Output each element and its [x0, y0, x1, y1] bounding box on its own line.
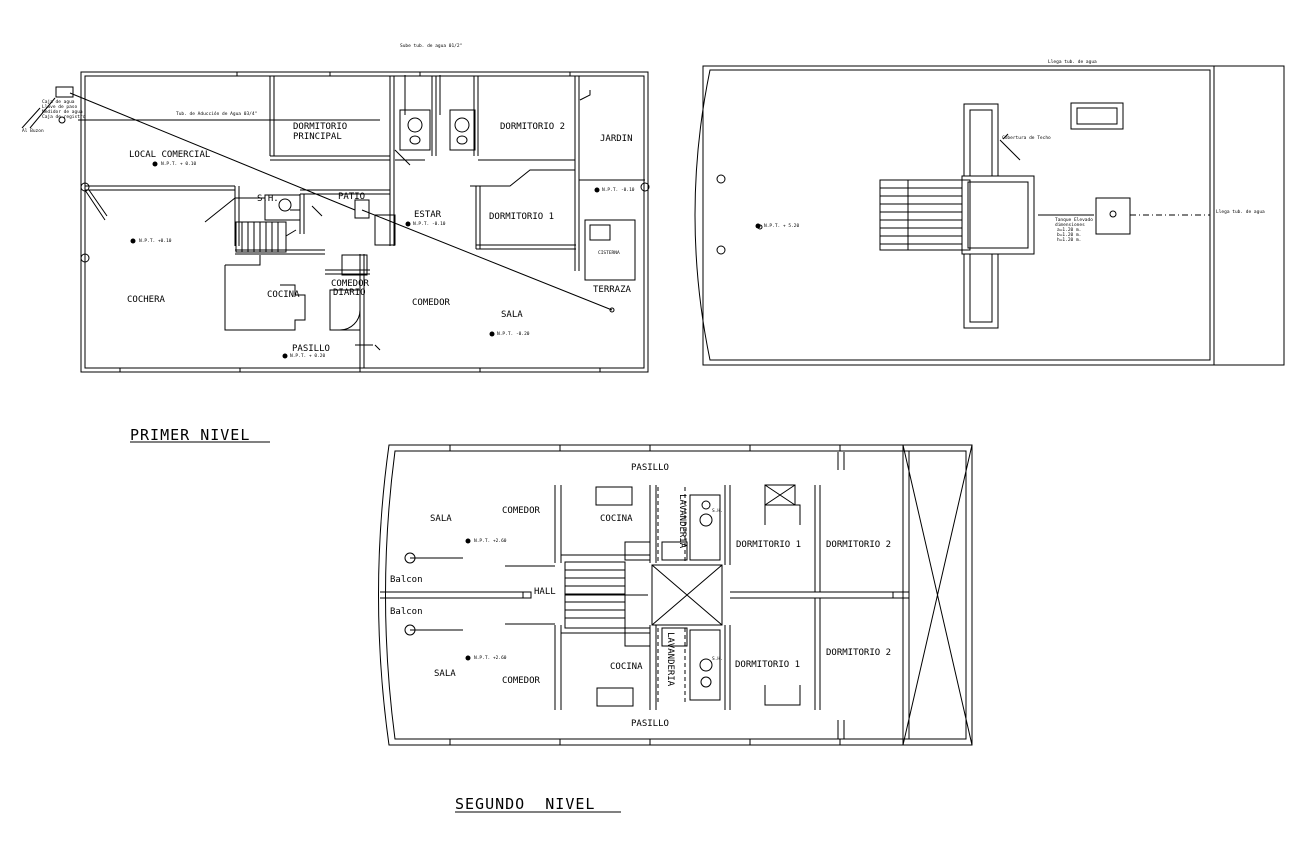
segundo-nivel-plan — [378, 444, 973, 746]
room-pasillo-bottom: PASILLO — [631, 719, 669, 729]
primer-nivel-plan — [21, 71, 650, 373]
level-jardin: N.P.T. -0.10 — [602, 187, 635, 193]
level-cochera: N.P.T. +0.10 — [139, 238, 172, 244]
room-pasillo-top: PASILLO — [631, 463, 669, 473]
techo-plan — [694, 65, 1285, 366]
room-cochera: COCHERA — [127, 295, 166, 305]
note-al-buzon: Al Buzon — [22, 128, 44, 134]
note-tanque-3: a=1.20 m. — [1057, 227, 1081, 233]
note-tanque-1: Tanque Elevado — [1055, 217, 1093, 223]
room-lavanderia-bottom: LAVANDERIA — [665, 632, 675, 687]
note-medidor-1: Caja de agua — [42, 99, 75, 105]
note-tub-aduccion: Tub. de Aducción de Agua 03/4" — [176, 110, 257, 117]
room-lavanderia-top: LAVANDERIA — [677, 494, 687, 549]
note-tanque-2: dimensiones — [1055, 222, 1085, 228]
room-comedor-top: COMEDOR — [502, 506, 541, 516]
note-tanque-5: h=1.20 m. — [1057, 237, 1081, 243]
note-tanque-4: b=1.20 m. — [1057, 232, 1081, 238]
room-dormitorio-principal-line2: PRINCIPAL — [293, 132, 342, 142]
room-jardin: JARDIN — [600, 134, 633, 144]
level-techo: N.P.T. + 5.20 — [764, 223, 800, 229]
room-comedor-diario-line2: DIARIO — [333, 288, 366, 298]
room-patio: PATIO — [338, 192, 365, 202]
room-sh-top: S.H. — [712, 508, 723, 514]
title-primer-nivel: PRIMER NIVEL — [130, 426, 250, 444]
room-comedor-diario-line1: COMEDOR — [331, 279, 370, 289]
level-sala-bottom: N.P.T. +2.60 — [474, 655, 507, 661]
room-dormitorio-2-top: DORMITORIO 2 — [826, 540, 891, 550]
note-techo-top: Llega tub. de agua — [1048, 59, 1097, 65]
room-cocina: COCINA — [267, 290, 300, 300]
note-medidor-3: Medidor de agua — [42, 109, 83, 115]
note-medidor-4: Caja de registro — [42, 114, 86, 120]
note-medidor-2: Llave de paso — [42, 104, 78, 110]
room-comedor-bottom: COMEDOR — [502, 676, 541, 686]
title-segundo-nivel: SEGUNDO NIVEL — [455, 795, 595, 813]
room-sala-top: SALA — [430, 514, 452, 524]
room-cocina-bottom: COCINA — [610, 662, 643, 672]
room-sshh: S.H. — [257, 194, 279, 204]
level-markers — [130, 161, 761, 661]
room-balcon-bottom: Balcon — [390, 607, 423, 617]
room-estar: ESTAR — [414, 210, 442, 220]
room-dormitorio-2: DORMITORIO 2 — [500, 122, 565, 132]
room-local-comercial: LOCAL COMERCIAL — [129, 150, 210, 160]
level-estar: N.P.T. -0.10 — [413, 221, 446, 227]
room-dormitorio-1-bottom: DORMITORIO 1 — [735, 660, 800, 670]
room-terraza: TERRAZA — [593, 285, 632, 295]
room-dormitorio-2-bottom: DORMITORIO 2 — [826, 648, 891, 658]
level-pasillo: N.P.T. + 0.20 — [290, 353, 326, 359]
room-dormitorio-1: DORMITORIO 1 — [489, 212, 554, 222]
room-cocina-top: COCINA — [600, 514, 633, 524]
note-cisterna: CISTERNA — [598, 250, 620, 256]
note-techo-side: Llega tub. de agua — [1216, 209, 1265, 215]
room-dormitorio-principal-line1: DORMITORIO — [293, 122, 347, 132]
room-balcon-top: Balcon — [390, 575, 423, 585]
room-comedor: COMEDOR — [412, 298, 451, 308]
note-sube-tub-agua: Sube tub. de agua 01/2" — [400, 43, 462, 49]
level-sala-top: N.P.T. +2.60 — [474, 538, 507, 544]
level-local: N.P.T. + 0.10 — [161, 161, 197, 167]
room-sh-bottom: S.H. — [712, 656, 723, 662]
room-hall: HALL — [534, 587, 556, 597]
level-sala: N.P.T. -0.20 — [497, 331, 530, 337]
room-dormitorio-1-top: DORMITORIO 1 — [736, 540, 801, 550]
room-sala-bottom: SALA — [434, 669, 456, 679]
room-sala: SALA — [501, 310, 523, 320]
note-cobertura: Cobertura de Techo — [1002, 135, 1051, 141]
room-pasillo: PASILLO — [292, 344, 330, 354]
